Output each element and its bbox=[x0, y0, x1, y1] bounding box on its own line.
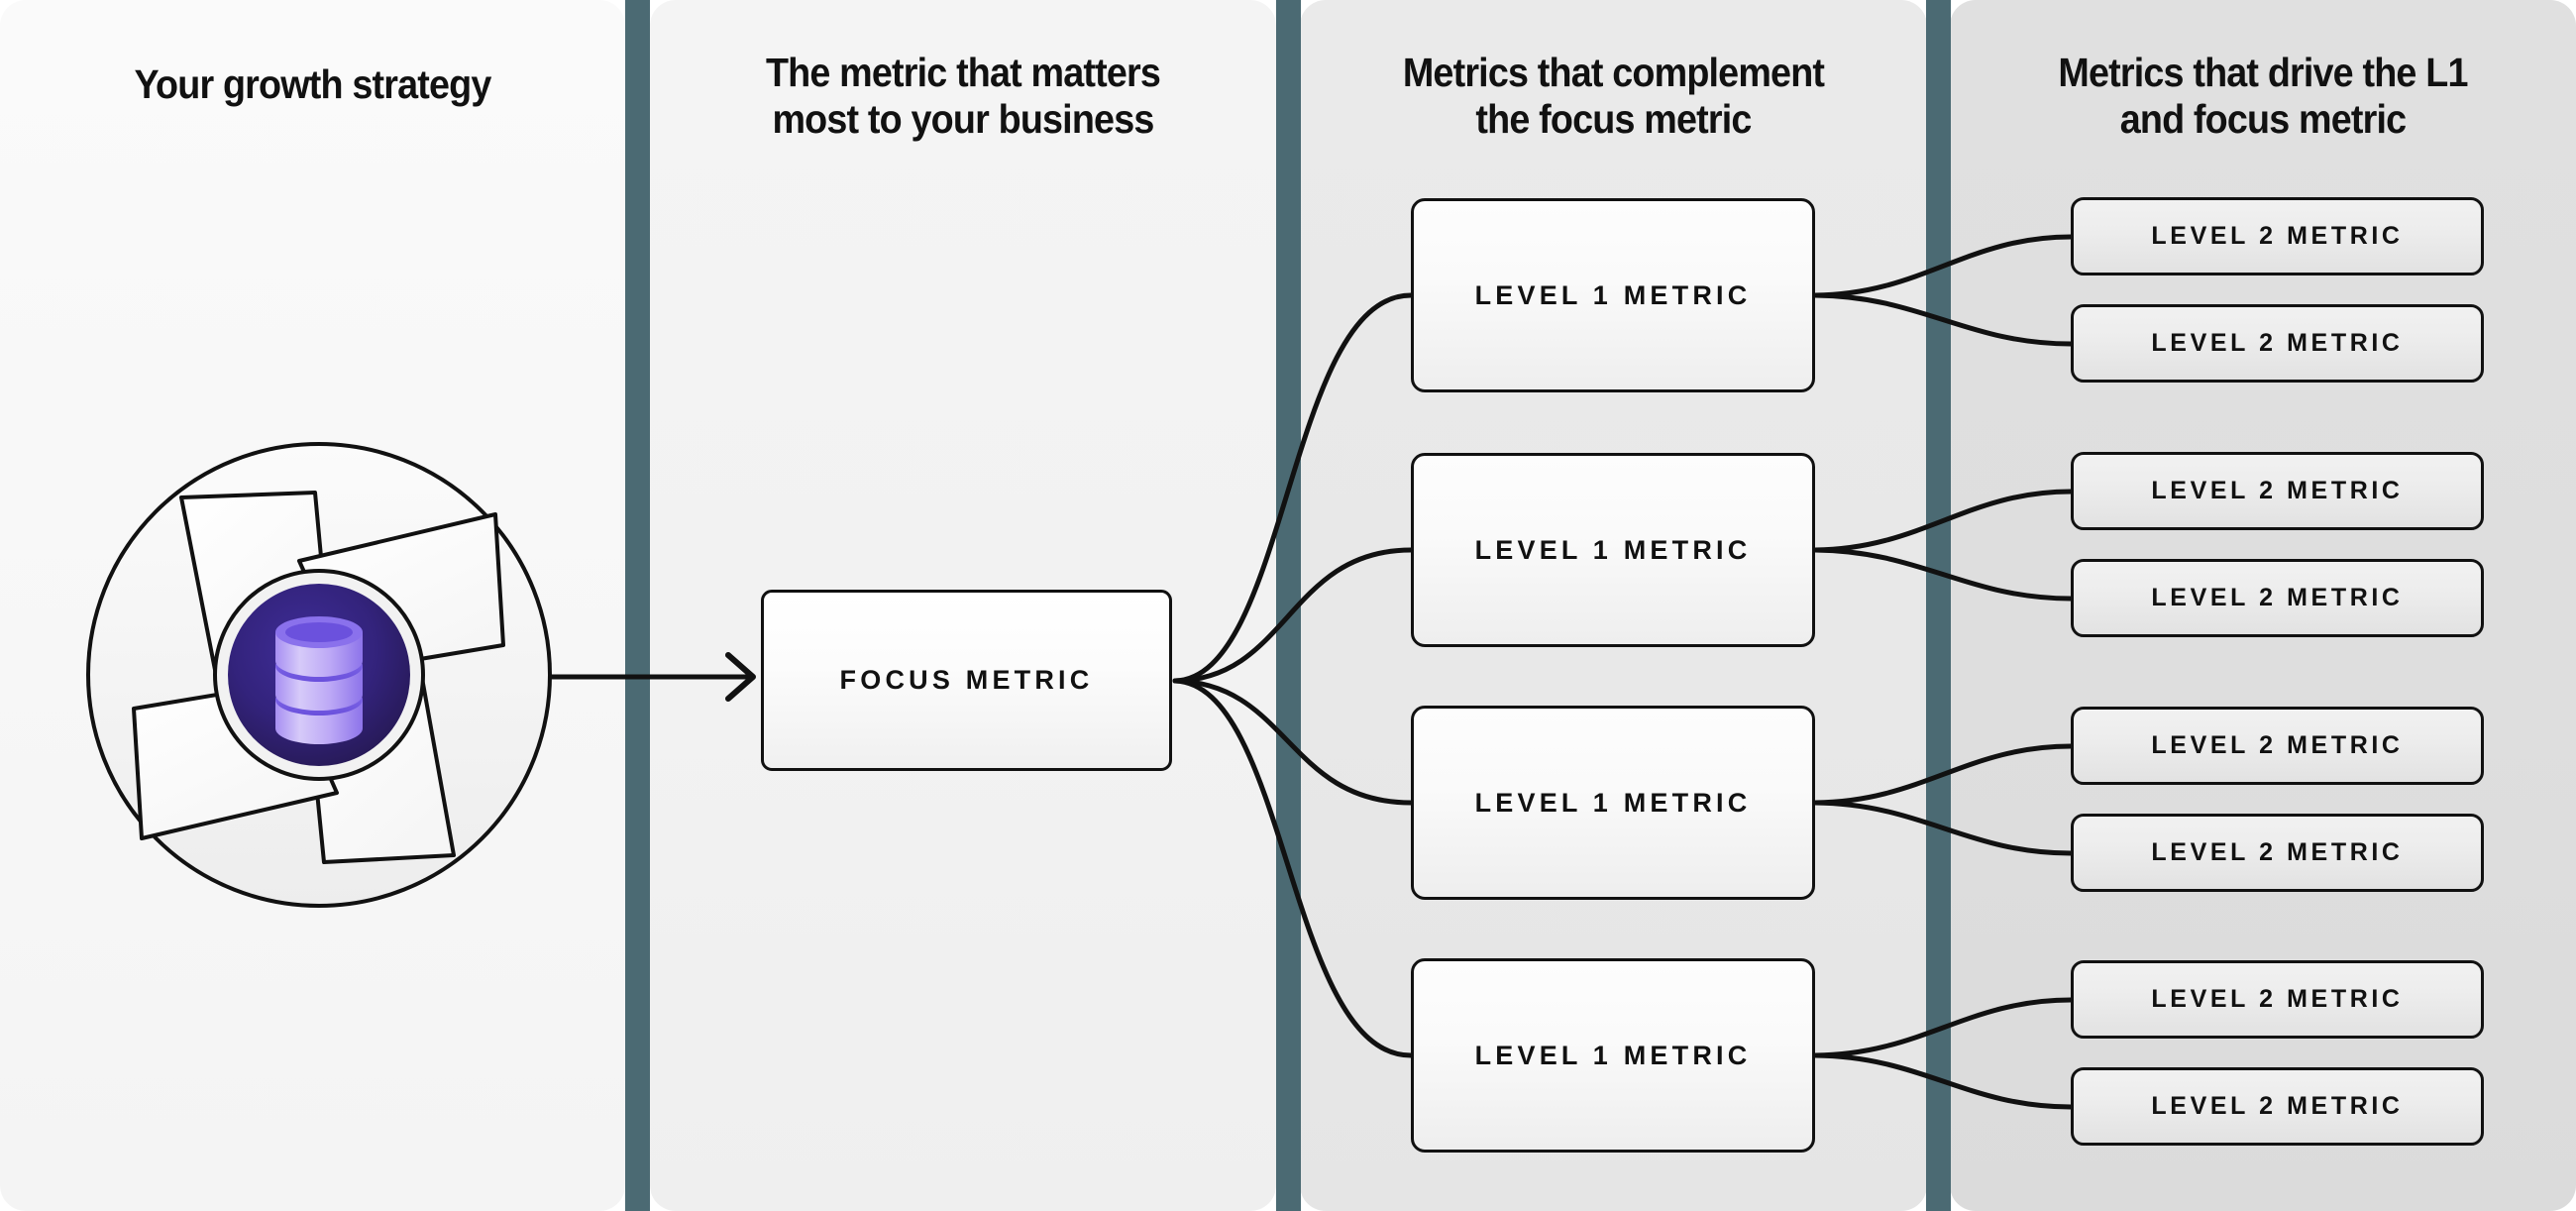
node-level2-metric-7[interactable]: LEVEL 2 METRIC bbox=[2071, 960, 2484, 1039]
node-level1-metric-1[interactable]: LEVEL 1 METRIC bbox=[1411, 198, 1815, 392]
node-level2-metric-6[interactable]: LEVEL 2 METRIC bbox=[2071, 814, 2484, 892]
column-separator-1 bbox=[625, 0, 650, 1211]
panel-growth-strategy bbox=[0, 0, 625, 1211]
node-level2-metric-4[interactable]: LEVEL 2 METRIC bbox=[2071, 559, 2484, 637]
node-level2-metric-5[interactable]: LEVEL 2 METRIC bbox=[2071, 707, 2484, 785]
node-level2-metric-1[interactable]: LEVEL 2 METRIC bbox=[2071, 197, 2484, 275]
node-level2-metric-8[interactable]: LEVEL 2 METRIC bbox=[2071, 1067, 2484, 1146]
node-level2-metric-3[interactable]: LEVEL 2 METRIC bbox=[2071, 452, 2484, 530]
column-header-growth-strategy: Your growth strategy bbox=[134, 61, 492, 107]
node-level1-metric-3[interactable]: LEVEL 1 METRIC bbox=[1411, 706, 1815, 900]
node-level1-metric-4[interactable]: LEVEL 1 METRIC bbox=[1411, 958, 1815, 1153]
node-focus-metric[interactable]: FOCUS METRIC bbox=[761, 590, 1172, 771]
column-separator-3 bbox=[1926, 0, 1951, 1211]
node-level1-metric-2[interactable]: LEVEL 1 METRIC bbox=[1411, 453, 1815, 647]
node-level2-metric-2[interactable]: LEVEL 2 METRIC bbox=[2071, 304, 2484, 383]
column-separator-2 bbox=[1276, 0, 1301, 1211]
